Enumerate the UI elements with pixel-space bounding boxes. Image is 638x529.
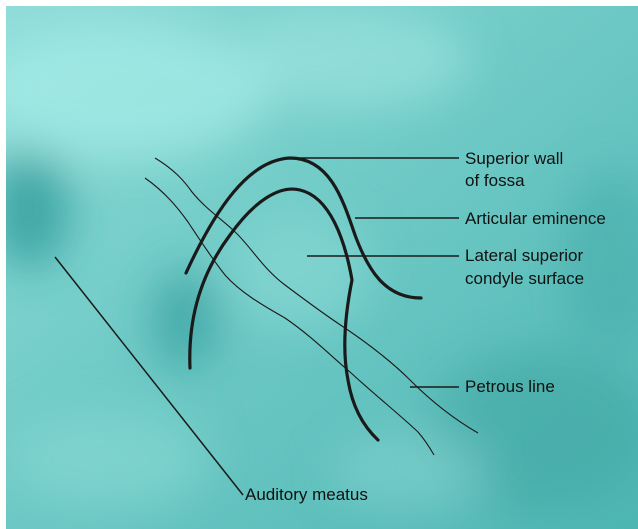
label-articular-eminence: Articular eminence	[465, 209, 606, 229]
label-superior-wall-line1: Superior wall	[465, 149, 563, 169]
label-lateral-superior-line1: Lateral superior	[465, 246, 583, 266]
label-lateral-superior-line2: condyle surface	[465, 269, 584, 289]
label-auditory-meatus: Auditory meatus	[245, 485, 368, 505]
label-petrous-line: Petrous line	[465, 377, 555, 397]
label-superior-wall-line2: of fossa	[465, 171, 525, 191]
